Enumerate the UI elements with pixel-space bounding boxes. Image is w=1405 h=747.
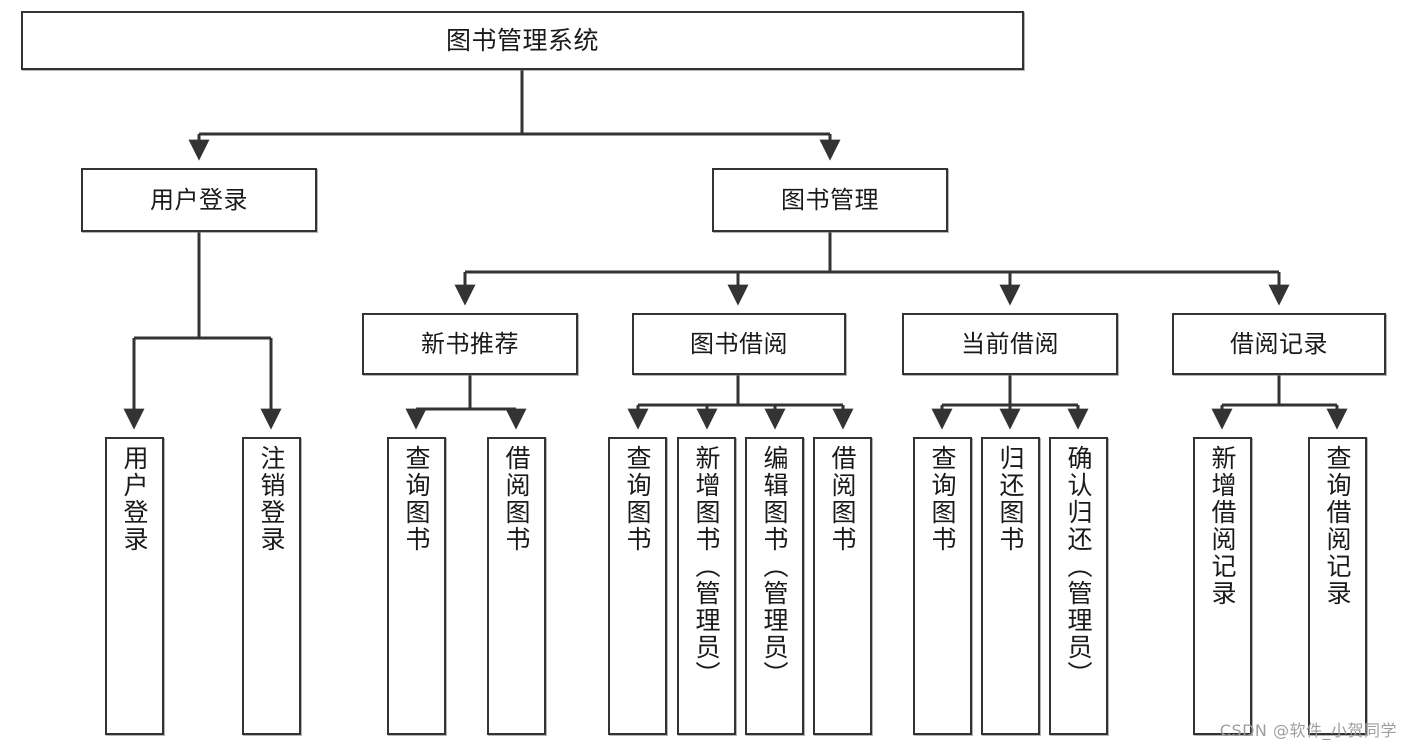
node-label: 新增借阅记录 (1208, 445, 1237, 607)
node-label: 用户登录 (120, 445, 149, 553)
node-label: 查询图书 (402, 445, 431, 553)
node-user-login[interactable]: 用户登录 (81, 168, 317, 232)
leaf-book-borrow-edit-book-admin[interactable]: 编辑图书（管理员） (745, 437, 804, 735)
leaf-borrow-record-query-record[interactable]: 查询借阅记录 (1308, 437, 1367, 735)
node-label: 图书借阅 (690, 329, 788, 358)
node-book-borrow[interactable]: 图书借阅 (632, 313, 846, 375)
leaf-new-book-query-book[interactable]: 查询图书 (387, 437, 446, 735)
node-label: 借阅图书 (502, 445, 531, 553)
node-label: 确认归还（管理员） (1064, 445, 1093, 688)
node-label: 新增图书（管理员） (692, 445, 721, 688)
node-label: 当前借阅 (961, 329, 1059, 358)
node-new-book-recommend[interactable]: 新书推荐 (362, 313, 578, 375)
node-label: 新书推荐 (421, 329, 519, 358)
leaf-current-borrow-confirm-return-admin[interactable]: 确认归还（管理员） (1049, 437, 1108, 735)
watermark-text: CSDN @软件_小贺同学 (1219, 721, 1397, 740)
node-borrow-record[interactable]: 借阅记录 (1172, 313, 1386, 375)
node-label: 图书管理 (781, 185, 879, 214)
node-root-book-management-system[interactable]: 图书管理系统 (21, 11, 1024, 70)
leaf-book-borrow-borrow-book[interactable]: 借阅图书 (813, 437, 872, 735)
node-label: 归还图书 (996, 445, 1025, 553)
node-label: 借阅图书 (828, 445, 857, 553)
node-label: 查询借阅记录 (1323, 445, 1352, 607)
node-book-management[interactable]: 图书管理 (712, 168, 948, 232)
node-label: 注销登录 (257, 445, 286, 553)
node-label: 借阅记录 (1230, 329, 1328, 358)
leaf-current-borrow-return-book[interactable]: 归还图书 (981, 437, 1040, 735)
leaf-book-borrow-add-book-admin[interactable]: 新增图书（管理员） (677, 437, 736, 735)
node-label: 图书管理系统 (445, 25, 599, 55)
leaf-book-borrow-query-book[interactable]: 查询图书 (608, 437, 667, 735)
node-label: 用户登录 (150, 185, 248, 214)
leaf-borrow-record-add-record[interactable]: 新增借阅记录 (1193, 437, 1252, 735)
node-label: 查询图书 (623, 445, 652, 553)
node-label: 查询图书 (928, 445, 957, 553)
leaf-user-login-logout[interactable]: 注销登录 (242, 437, 301, 735)
node-label: 编辑图书（管理员） (760, 445, 789, 688)
node-current-borrow[interactable]: 当前借阅 (902, 313, 1118, 375)
leaf-user-login-login[interactable]: 用户登录 (105, 437, 164, 735)
leaf-current-borrow-query-book[interactable]: 查询图书 (913, 437, 972, 735)
leaf-new-book-borrow-book[interactable]: 借阅图书 (487, 437, 546, 735)
